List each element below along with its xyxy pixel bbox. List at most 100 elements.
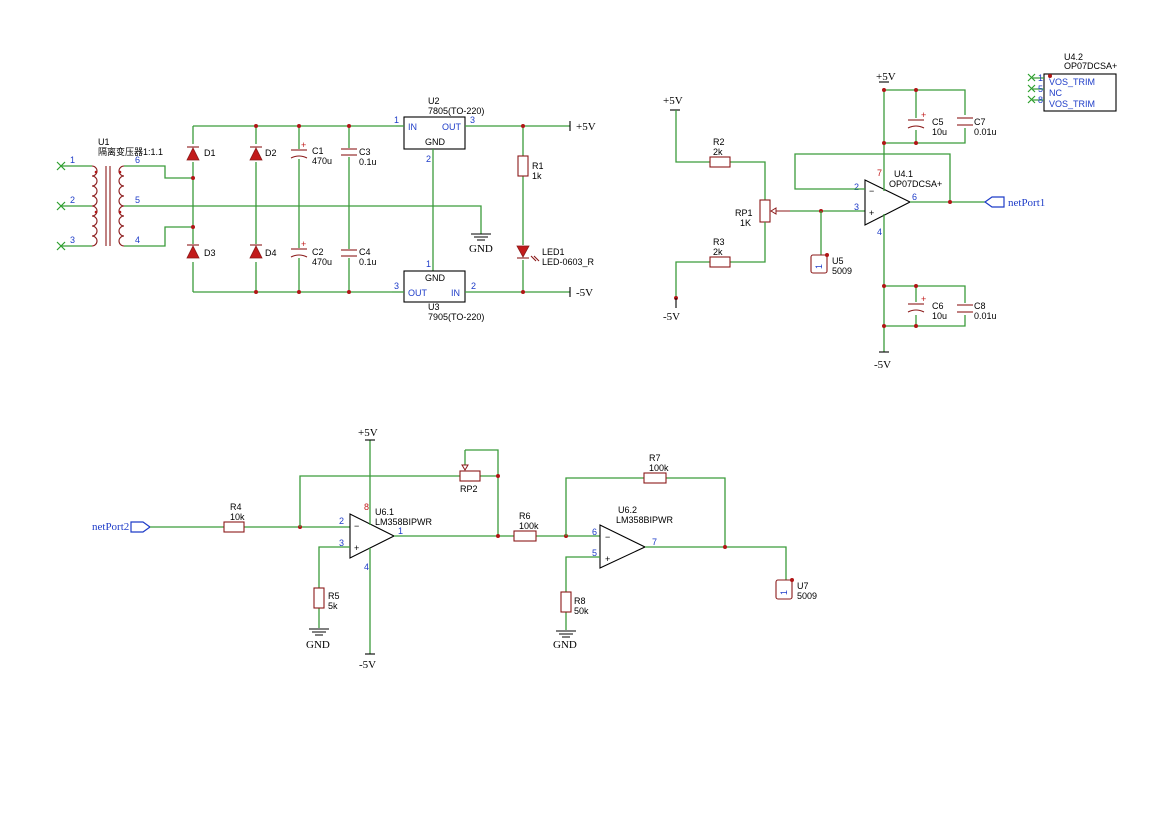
transformer-u1[interactable]: U1 隔离变压器1:1.1 1 2 3 6 5 4: [56, 137, 163, 251]
potentiometer-rp1-value: 1K: [740, 218, 751, 228]
resistor-r2[interactable]: R2 2k: [709, 137, 731, 168]
regulator-u2-out-label: OUT: [442, 122, 462, 132]
resistor-r7[interactable]: R7 100k: [643, 453, 669, 484]
diode-d3-label: D3: [204, 248, 216, 258]
capacitor-c8[interactable]: C8 0.01u: [957, 301, 997, 321]
opamp-u6-2-pin-noninv: 5: [592, 548, 597, 558]
capacitor-c5-ref: C5: [932, 117, 944, 127]
resistor-r2-value: 2k: [713, 147, 723, 157]
opamp-u4-2-ref: U4.2: [1064, 52, 1083, 62]
capacitor-c2-ref: C2: [312, 247, 324, 257]
diode-d3[interactable]: D3: [186, 244, 216, 262]
capacitor-c6-ref: C6: [932, 301, 944, 311]
led-led1[interactable]: LED1 LED-0603_R: [516, 245, 595, 267]
diode-d4[interactable]: D4: [249, 244, 277, 262]
opamp-u4-2[interactable]: U4.2 OP07DCSA+ 1 5 8 VOS_TRIM NC VOS_TRI…: [1027, 52, 1117, 112]
opamp-u6-2-minus: −: [605, 532, 610, 542]
capacitor-c4[interactable]: C4 0.1u: [341, 247, 377, 267]
capacitor-c7[interactable]: C7 0.01u: [957, 116, 997, 137]
resistor-r4[interactable]: R4 10k: [223, 502, 245, 533]
power-pos-label-ps: +5V: [576, 121, 596, 133]
regulator-u2-value: 7805(TO-220): [428, 106, 484, 116]
diode-d2[interactable]: D2: [249, 144, 277, 162]
opamp-u6-1-value: LM358BIPWR: [375, 517, 433, 527]
transformer-pin-1: 1: [70, 155, 75, 165]
opamp-u6-1-pin-vp: 8: [364, 502, 369, 512]
net-port-2[interactable]: netPort2: [92, 521, 152, 533]
net-port-2-label: netPort2: [92, 521, 129, 533]
resistor-r8[interactable]: R8 50k: [560, 591, 589, 616]
potentiometer-rp2[interactable]: RP2: [459, 464, 481, 494]
capacitor-c7-ref: C7: [974, 117, 986, 127]
regulator-u3-pin-out: 3: [394, 281, 399, 291]
opamp-u4-1-pin-vp: 7: [877, 168, 882, 178]
regulator-u2-ref: U2: [428, 96, 440, 106]
power-neg-label-u4: -5V: [874, 359, 891, 371]
capacitor-c7-value: 0.01u: [974, 127, 997, 137]
opamp-u4-1-pin-vn: 4: [877, 227, 882, 237]
regulator-u2-in-label: IN: [408, 122, 417, 132]
diode-d2-label: D2: [265, 148, 277, 158]
resistor-r8-ref: R8: [574, 596, 586, 606]
capacitor-c3[interactable]: C3 0.1u: [341, 147, 377, 167]
capacitor-c5-plus: +: [921, 110, 926, 120]
opamp-u4-1[interactable]: − + U4.1 OP07DCSA+ 2 3 6 7 4: [854, 168, 942, 237]
transformer-pin-5: 5: [135, 195, 140, 205]
capacitor-c5[interactable]: + C5 10u: [907, 110, 947, 137]
power-pos-u4: +5V: [876, 71, 896, 83]
resistor-r3[interactable]: R3 2k: [709, 237, 731, 268]
opamp-u6-1-pin-inv: 2: [339, 516, 344, 526]
transformer-pin-6: 6: [135, 155, 140, 165]
power-neg-rp1: -5V: [663, 298, 680, 323]
net-port-1[interactable]: netPort1: [983, 196, 1045, 209]
capacitor-c2[interactable]: + C2 470u: [290, 239, 332, 267]
opamp-u4-1-value: OP07DCSA+: [889, 179, 942, 189]
opamp-u6-1[interactable]: − + U6.1 LM358BIPWR 2 3 1 8 4: [339, 502, 433, 572]
opamp-u4-2-pin-1: 1: [1038, 73, 1043, 83]
capacitor-c1-value: 470u: [312, 156, 332, 166]
resistor-r1[interactable]: R1 1k: [517, 155, 544, 181]
capacitor-c1[interactable]: + C1 470u: [290, 140, 332, 166]
regulator-u2-pin-in: 1: [394, 115, 399, 125]
opamp-u4-2-value: OP07DCSA+: [1064, 61, 1117, 71]
testpoint-u5[interactable]: 1 U5 5009: [810, 253, 852, 276]
opamp-u6-1-pin-out: 1: [398, 526, 403, 536]
opamp-u6-2[interactable]: − + U6.2 LM358BIPWR 6 5 7: [592, 505, 674, 569]
transformer-value: 隔离变压器1:1.1: [98, 146, 163, 157]
potentiometer-rp1[interactable]: RP1 1K: [735, 199, 790, 228]
amplifier-section: netPort2 R4 10k RP2 − + U6.1 LM358BIPWR …: [92, 427, 817, 671]
power-pos-label-rp1: +5V: [663, 95, 683, 107]
resistor-r7-ref: R7: [649, 453, 661, 463]
testpoint-u7-ref: U7: [797, 581, 809, 591]
opamp-u6-1-plus: +: [354, 543, 359, 553]
resistor-r1-ref: R1: [532, 161, 544, 171]
testpoint-u7[interactable]: 1 U7 5009: [775, 578, 817, 601]
regulator-u2[interactable]: U2 7805(TO-220) IN OUT GND 1 3 2: [394, 96, 484, 164]
power-pos-u6: +5V: [358, 427, 378, 441]
resistor-r8-value: 50k: [574, 606, 589, 616]
capacitor-c2-plus: +: [301, 239, 306, 249]
opamp-u4-2-pin-5: 5: [1038, 84, 1043, 94]
regulator-u3-ref: U3: [428, 302, 440, 312]
resistor-r6[interactable]: R6 100k: [513, 511, 539, 542]
capacitor-c6[interactable]: + C6 10u: [907, 294, 947, 321]
power-neg-u4: -5V: [874, 351, 891, 371]
ground-label-r8: GND: [553, 639, 577, 651]
opamp-u4-2-label-vos2: VOS_TRIM: [1049, 99, 1095, 109]
power-pos-label-u6: +5V: [358, 427, 378, 439]
testpoint-u5-pin: 1: [814, 264, 824, 269]
opamp-u6-2-plus: +: [605, 554, 610, 564]
opamp-u6-1-ref: U6.1: [375, 507, 394, 517]
capacitor-c4-ref: C4: [359, 247, 371, 257]
regulator-u2-pin-gnd: 2: [426, 154, 431, 164]
ground-symbol-r5: GND: [306, 628, 330, 651]
resistor-r4-ref: R4: [230, 502, 242, 512]
regulator-u3[interactable]: GND OUT IN 3 2 1 U3 7905(TO-220): [394, 259, 484, 322]
power-pos-terminal-ps: +5V: [569, 121, 596, 133]
opamp-u6-1-pin-vn: 4: [364, 562, 369, 572]
capacitor-c1-ref: C1: [312, 146, 324, 156]
resistor-r5[interactable]: R5 5k: [313, 587, 340, 611]
led-ref: LED1: [542, 247, 565, 257]
resistor-r6-ref: R6: [519, 511, 531, 521]
diode-d1[interactable]: D1: [186, 144, 216, 162]
